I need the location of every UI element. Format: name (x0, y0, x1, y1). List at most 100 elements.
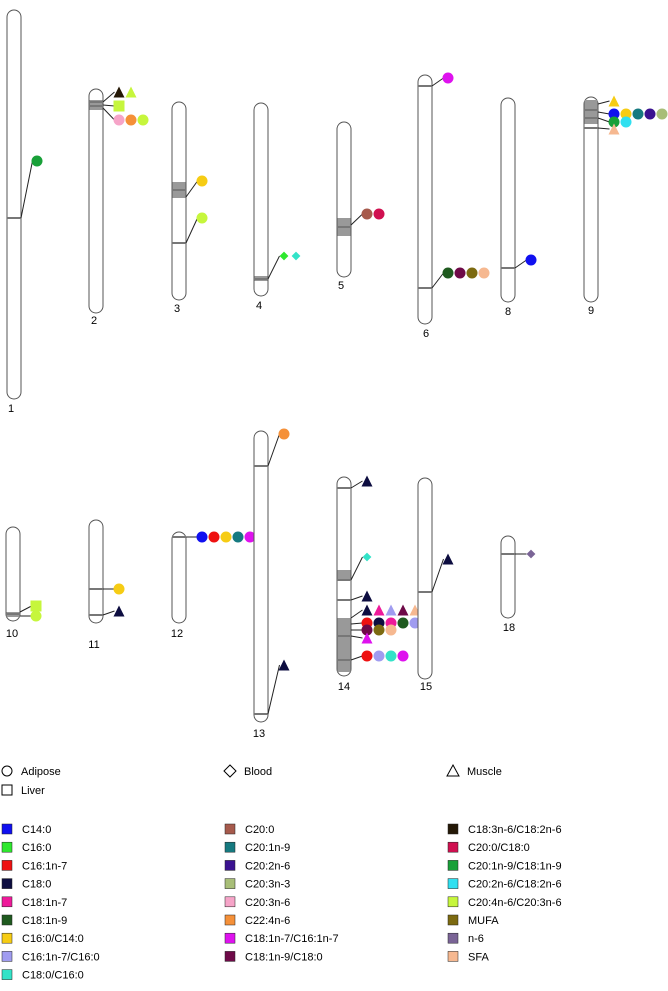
marker-link (350, 556, 363, 581)
marker-circle-c14-0 (196, 531, 208, 543)
marker-link (597, 100, 610, 105)
legend-swatch (447, 878, 459, 889)
marker-triangle-sfa (608, 123, 620, 135)
marker-link (102, 91, 115, 103)
chromosome-body (171, 101, 187, 301)
legend-swatch (1, 823, 13, 835)
qtl-region (584, 100, 598, 124)
chromosome-3: 3 (171, 101, 208, 315)
marker-circle-c18-1n-9-c18-0 (454, 267, 466, 279)
legend-trait-c18-1n-9-c18-0: C18:1n-9/C18:0 (224, 951, 323, 963)
chromosome-label: 8 (505, 306, 511, 318)
marker-link (514, 259, 527, 269)
marker-link (19, 605, 32, 613)
marker-link (350, 213, 363, 226)
legend-swatch (1, 932, 13, 944)
legend-trait-label: C16:0/C14:0 (22, 933, 84, 945)
marker-triangle-c20-4n-6-c20-3n-6 (125, 86, 137, 98)
chromosome-body (5, 526, 21, 622)
marker-circle-c14-0 (525, 254, 537, 266)
marker-diamond-n-6 (526, 549, 536, 559)
marker-circle-mufa (373, 624, 385, 636)
chromosome-body (583, 96, 599, 303)
chromosome-label: 15 (420, 681, 432, 693)
marker-link (267, 433, 280, 467)
chromosome-18: 18 (500, 535, 536, 634)
marker-circle-c20-4n-6-c20-3n-6 (137, 114, 149, 126)
qtl-band (337, 599, 351, 601)
square-icon (1, 784, 13, 796)
legend-swatch (447, 896, 459, 908)
circle-icon (1, 765, 13, 777)
legend-trait-c20-2n-6-c18-2n-6: C20:2n-6/C18:2n-6 (447, 878, 562, 891)
legend-tissue-label: Adipose (21, 766, 61, 778)
legend-trait-label: C18:1n-7 (22, 897, 67, 909)
chromosome-body (253, 102, 269, 297)
qtl-band (254, 713, 268, 715)
qtl-region (337, 618, 351, 672)
chromosome-label: 12 (171, 628, 183, 640)
marker-circle-c20-1n-9 (632, 108, 644, 120)
legend-trait-label: C20:0 (245, 824, 274, 836)
legend-trait-c20-1n-9-c18-1n-9: C20:1n-9/C18:1n-9 (447, 860, 562, 872)
qtl-band (172, 536, 186, 538)
marker-diamond-c16-0 (279, 251, 289, 261)
chromosome-11: 11 (88, 519, 125, 651)
marker-circle-c16-1n-7 (361, 650, 373, 662)
qtl-band (584, 127, 598, 129)
marker-triangle-c18-3n-6-c18-2n-6 (113, 86, 125, 98)
legend-trait-c20-4n-6-c20-3n-6: C20:4n-6/C20:3n-6 (447, 896, 562, 909)
marker-triangle-c18-0 (442, 553, 454, 565)
marker-circle-c18-1n-7-c16-1n-7 (244, 531, 256, 543)
legend-trait-c20-0: C20:0 (224, 823, 274, 836)
legend-swatch (224, 860, 236, 871)
marker-link (350, 595, 363, 601)
legend-trait-label: n-6 (468, 933, 484, 945)
marker-circle-c20-2n-6-c18-2n-6 (620, 116, 632, 128)
legend-trait-c18-1n-7: C18:1n-7 (1, 896, 67, 909)
legend-trait-label: SFA (468, 951, 489, 963)
marker-triangle-c16-0-c14-0 (608, 95, 620, 107)
legend-trait-n-6: n-6 (447, 932, 484, 945)
legend-swatch (224, 951, 236, 962)
chromosome-label: 4 (256, 300, 262, 312)
chromosome-label: 1 (8, 403, 14, 415)
legend-swatch (1, 969, 13, 980)
legend-trait-c18-1n-9: C18:1n-9 (1, 914, 67, 927)
marker-link (350, 655, 363, 661)
marker-circle-c20-0-c18-0 (373, 208, 385, 220)
marker-link (102, 610, 115, 616)
legend-swatch (224, 896, 236, 908)
legend-trait-c16-0: C16:0 (1, 841, 51, 854)
qtl-band (89, 105, 103, 107)
legend-swatch (447, 860, 459, 871)
legend-trait-label: C18:1n-9/C18:0 (245, 951, 323, 963)
legend-swatch (447, 914, 459, 926)
chromosome-body (417, 477, 433, 680)
marker-triangle-c18-0 (361, 475, 373, 487)
legend-trait-c16-1n-7-c16-0: C16:1n-7/C16:0 (1, 951, 100, 963)
qtl-region (337, 570, 351, 581)
legend-trait-c18-0-c16-0: C18:0/C16:0 (1, 969, 84, 982)
legend-trait-c20-1n-9: C20:1n-9 (224, 841, 290, 854)
legend-trait-c16-0-c14-0: C16:0/C14:0 (1, 932, 84, 945)
legend-swatch (1, 860, 13, 871)
marker-circle-c20-3n-6 (113, 114, 125, 126)
legend-swatch (224, 932, 236, 944)
marker-square-c20-4n-6-c20-3n-6 (113, 100, 125, 112)
chromosome-body (336, 121, 352, 278)
chromosome-15: 15 (417, 477, 454, 693)
chromosome-10: 10 (5, 526, 42, 640)
legend-trait-label: C14:0 (22, 824, 51, 836)
marker-circle-c18-1n-9 (442, 267, 454, 279)
marker-link (102, 104, 115, 107)
chromosome-label: 9 (588, 305, 594, 317)
marker-triangle-c18-0 (113, 605, 125, 617)
chromosome-label: 6 (423, 328, 429, 340)
legend-trait-mufa: MUFA (447, 914, 499, 927)
marker-circle-c18-0-c16-0 (385, 650, 397, 662)
qtl-band (6, 613, 20, 615)
marker-circle-c20-1n-9-c18-1n-9 (608, 116, 620, 128)
qtl-band (89, 588, 103, 590)
